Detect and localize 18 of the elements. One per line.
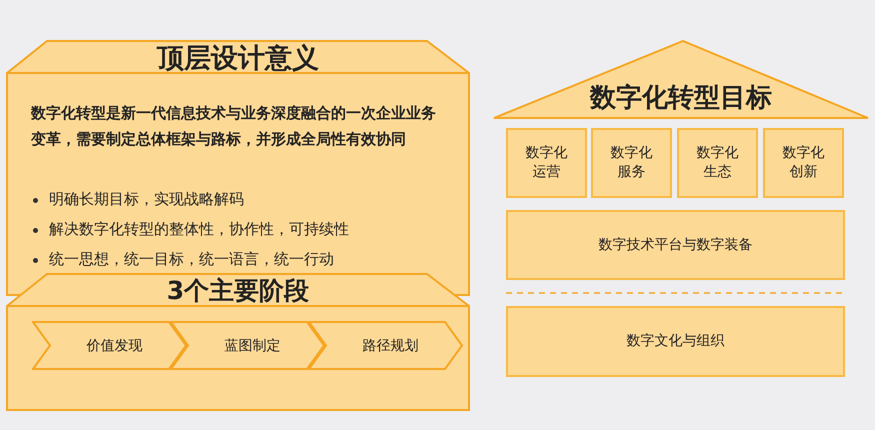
pillar-box: 数字化生态 [677,128,758,198]
pillar-box: 数字化服务 [591,128,672,198]
bullet-item: 解决数字化转型的整体性，协作性，可持续性 [31,220,349,239]
chevron-step: 蓝图制定 [170,321,325,370]
pillar-box: 数字化创新 [763,128,844,198]
pillar-box: 数字文化与组织 [506,306,845,377]
pillar-box: 数字化运营 [506,128,587,198]
chevron-step: 路径规划 [308,321,463,370]
paragraph: 数字化转型是新一代信息技术与业务深度融合的一次企业业务变革，需要制定总体框架与路标，并形成全局性有效协同 [31,103,437,150]
bullet-item: 统一思想，统一目标，统一语言，统一行动 [31,250,334,269]
roof-heading: 数字化转型目标 [588,82,773,115]
pillar-box: 数字技术平台与数字装备 [506,210,845,280]
roof-triangle [493,40,869,119]
bullet-item: 明确长期目标，实现战略解码 [31,190,244,209]
chevron-step: 价值发现 [32,321,187,370]
panel-heading: 3个主要阶段 [166,275,310,307]
panel [5,273,471,411]
panel-heading: 顶层设计意义 [156,42,320,76]
